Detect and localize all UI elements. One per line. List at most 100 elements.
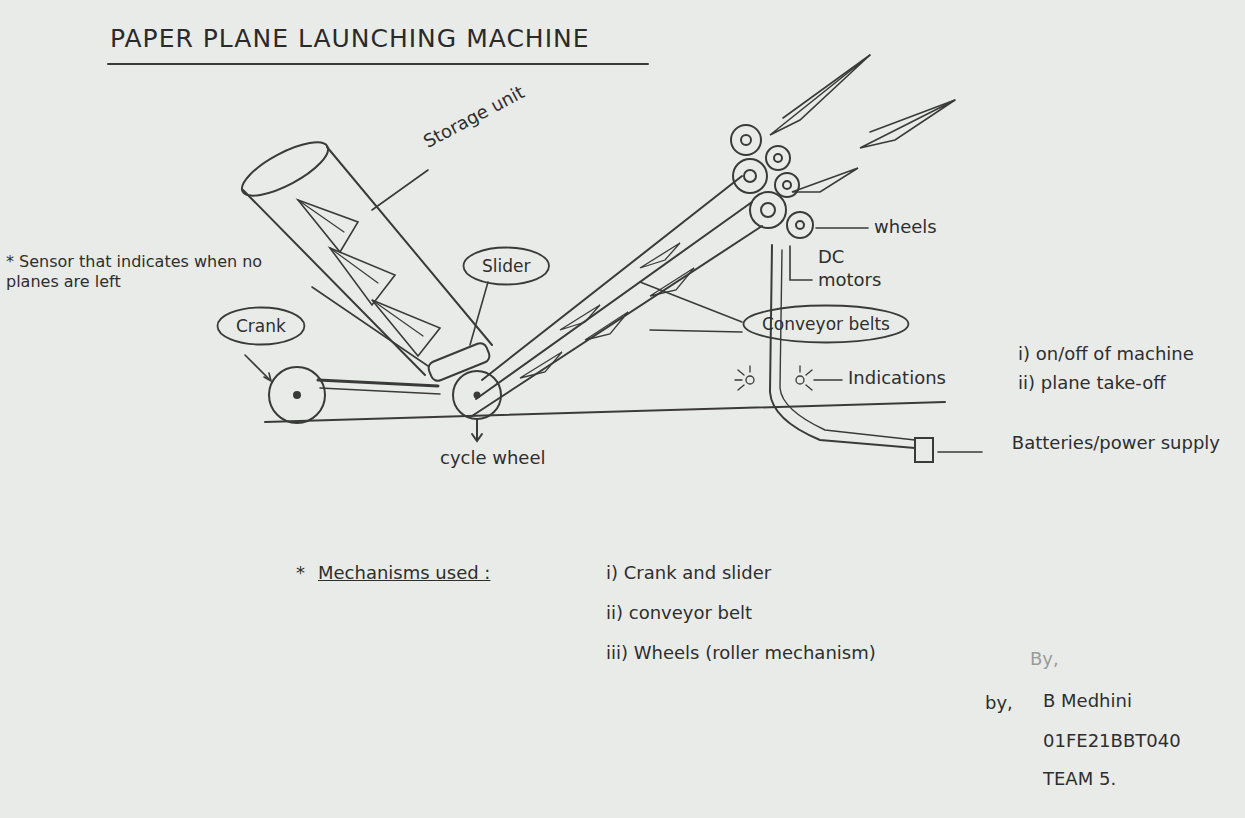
sketch-stroke [733, 159, 767, 193]
sketch-stroke [269, 367, 325, 423]
sketch-stroke [775, 173, 799, 197]
storage-unit [235, 132, 492, 375]
sketch-stroke [816, 227, 868, 229]
sketch-stroke [774, 154, 782, 162]
slider-block [427, 341, 492, 383]
sketch-stroke [860, 100, 955, 148]
sketch-stroke [814, 379, 842, 381]
sketch-stroke [320, 388, 440, 394]
sketch-stroke [783, 55, 870, 118]
sketch-stroke [372, 170, 428, 210]
sketch-stroke [738, 370, 744, 375]
sketch-stroke [294, 392, 300, 398]
sketch-stroke [640, 243, 680, 268]
sketch-stroke [243, 190, 425, 375]
sketch-stroke [330, 248, 378, 283]
bubble-ellipse [744, 306, 909, 343]
title: PAPER PLANE LAUNCHING MACHINE [110, 24, 590, 53]
power-wires [770, 245, 933, 462]
sketch-stroke [330, 248, 395, 305]
sketch-stroke [749, 366, 750, 372]
sketch-stroke [482, 176, 742, 380]
sketch-stroke [770, 245, 915, 448]
sketch-stroke [799, 366, 800, 372]
sketch-stroke [264, 373, 271, 381]
sketch-stroke [235, 132, 335, 205]
team-name: TEAM 5. [1043, 768, 1116, 791]
sketch-stroke [520, 352, 562, 378]
conveyor-belt [472, 176, 762, 416]
sketch-stroke [372, 300, 440, 356]
sketch-stroke [472, 226, 762, 416]
sketch-stroke [312, 287, 428, 366]
sketch-stroke [741, 135, 751, 145]
sketch-stroke [766, 146, 790, 170]
roller-wheels [731, 125, 813, 238]
sketch-stroke [731, 125, 761, 155]
sketch-stroke [560, 305, 600, 330]
part-label: cycle wheel [440, 447, 546, 470]
sketch-stroke [476, 420, 478, 440]
sketch-stroke [744, 170, 756, 182]
sketch-stroke [790, 246, 812, 280]
callout-text: Slider [482, 256, 530, 276]
leader-lines [245, 170, 982, 452]
bubble-ellipse [464, 248, 549, 285]
callout-text: Conveyor belts [762, 314, 890, 334]
bubble-ellipse [218, 308, 305, 345]
sketch-stroke [783, 181, 791, 189]
list-item: ii) conveyor belt [606, 602, 752, 625]
part-label: Storage unit [420, 81, 529, 153]
sketch-stroke [472, 434, 482, 441]
sketch-stroke [476, 202, 752, 399]
sketch-stroke [806, 370, 812, 375]
bullet: * [296, 562, 305, 585]
note: i) on/off of machine [1018, 343, 1194, 366]
slider-callout: Slider [462, 246, 550, 286]
sketch-stroke [787, 212, 813, 238]
part-label: Batteries/power supply [988, 432, 1220, 455]
sketch-stroke [770, 55, 870, 135]
note: * Sensor that indicates when no planes a… [6, 252, 306, 292]
sketch-stroke [796, 221, 804, 229]
sketch-stroke [746, 376, 754, 384]
part-label: Indications [848, 367, 946, 390]
sketch-stroke [761, 203, 775, 217]
sketch-stroke [640, 282, 742, 322]
paper-planes [770, 55, 955, 192]
sketch-stroke [298, 200, 358, 252]
sketch-stroke [318, 380, 438, 386]
list-item: iii) Wheels (roller mechanism) [606, 642, 876, 665]
sketch-stroke [650, 268, 694, 296]
conveyor-callout: Conveyor belts [742, 304, 910, 344]
sketch-stroke [470, 282, 488, 345]
sketch-stroke [650, 330, 742, 332]
ground-line [265, 402, 945, 422]
sketch-stroke [938, 451, 982, 453]
part-label: wheels [874, 216, 937, 239]
sketch-stroke [372, 300, 423, 336]
sketch-stroke [806, 385, 812, 390]
part-label: DC motors [818, 246, 898, 291]
sketch-stroke [750, 192, 786, 228]
sketch-stroke [738, 385, 744, 390]
indicator-lights [735, 366, 812, 390]
sketch-stroke [245, 355, 270, 380]
cycle-wheel [453, 371, 501, 441]
author-id: 01FE21BBT040 [1043, 730, 1181, 753]
sketch-stroke [870, 100, 955, 132]
sketch-stroke [796, 376, 804, 384]
signature: By, [1030, 648, 1059, 671]
sketch-stroke [792, 168, 858, 192]
crank-callout: Crank [216, 306, 306, 346]
author-name: B Medhini [1043, 690, 1132, 713]
sketch-stroke [735, 379, 742, 380]
callout-text: Crank [236, 316, 286, 336]
list-item: i) Crank and slider [606, 562, 771, 585]
title-underline [108, 63, 648, 65]
sketch-stroke [915, 438, 933, 462]
signature: by, [985, 692, 1013, 715]
crank-wheel [269, 367, 440, 423]
note: ii) plane take-off [1018, 372, 1166, 395]
sketch-stroke [585, 312, 628, 340]
